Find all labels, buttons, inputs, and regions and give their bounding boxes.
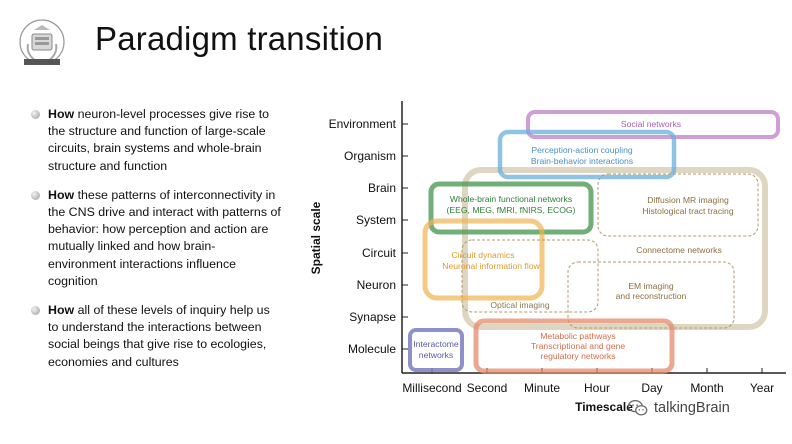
bullet-text: these patterns of interconnectivity in t… xyxy=(48,187,281,288)
region-interactome xyxy=(408,328,464,372)
bullet-item: How these patterns of interconnectivity … xyxy=(30,187,282,290)
label-diffusion-1: Diffusion MR imaging xyxy=(647,195,729,205)
y-level-organism: Organism xyxy=(344,149,396,163)
label-em-2: and reconstruction xyxy=(616,291,687,301)
region-diffusion-connectome xyxy=(462,167,768,330)
bullet-text: neuron-level processes give rise to the … xyxy=(48,107,270,173)
bullet-icon xyxy=(31,110,40,119)
x-level-month: Month xyxy=(690,381,723,395)
bullet-icon xyxy=(31,306,40,316)
bullet-item: How all of these levels of inquiry help … xyxy=(30,302,282,371)
region-optical-dashed xyxy=(461,239,599,313)
x-level-year: Year xyxy=(750,381,774,395)
label-circuit-2: Neuronal information flow xyxy=(442,261,540,271)
watermark-brand: talkingBrain xyxy=(654,400,730,416)
x-level-hour: Hour xyxy=(584,381,610,395)
slide-title: Paradigm transition xyxy=(95,20,384,57)
label-connectome: Connectome networks xyxy=(636,245,722,255)
bullet-text: all of these levels of inquiry help us t… xyxy=(48,303,270,369)
y-level-environment: Environment xyxy=(329,117,397,131)
label-interactome-1: Interactome xyxy=(413,339,459,349)
region-metabolic xyxy=(473,318,675,374)
y-axis-label: Spatial scale xyxy=(309,201,323,274)
bullet-keyword: How xyxy=(48,107,75,121)
x-level-millisecond: Millisecond xyxy=(402,381,461,395)
label-metabolic-3: regulatory networks xyxy=(541,351,616,361)
bullet-icon xyxy=(31,190,40,200)
label-metabolic-1: Metabolic pathways xyxy=(540,331,615,341)
bullet-item: How neuron-level processes give rise to … xyxy=(30,106,282,175)
y-level-synapse: Synapse xyxy=(349,310,396,324)
label-em-1: EM imaging xyxy=(628,281,674,291)
bullet-keyword: How xyxy=(48,187,75,202)
y-level-system: System xyxy=(356,213,396,227)
university-seal-logo xyxy=(19,19,65,65)
y-ticks xyxy=(402,123,408,350)
scale-diagram: Spatial scale Environment Organism Brain… xyxy=(309,101,786,414)
x-level-minute: Minute xyxy=(524,381,560,395)
label-wholebrain-1: Whole-brain functional networks xyxy=(450,194,572,204)
region-diffusion-dashed xyxy=(597,173,759,237)
label-optical: Optical imaging xyxy=(490,300,549,310)
region-em-dashed xyxy=(567,261,735,329)
x-level-second: Second xyxy=(467,381,508,395)
y-level-neuron: Neuron xyxy=(357,278,396,292)
label-social-networks: Social networks xyxy=(621,119,681,129)
region-perception-action xyxy=(497,129,677,180)
bullet-list: How neuron-level processes give rise to … xyxy=(30,106,282,383)
region-whole-brain xyxy=(428,181,594,235)
label-circuit-1: Circuit dynamics xyxy=(451,250,514,260)
bullet-keyword: How xyxy=(48,303,75,318)
wechat-icon xyxy=(627,400,648,416)
y-level-circuit: Circuit xyxy=(362,246,397,260)
x-level-day: Day xyxy=(641,381,662,395)
label-perception-1: Perception-action coupling xyxy=(531,145,632,155)
label-interactome-2: networks xyxy=(419,350,453,360)
label-metabolic-2: Transcriptional and gene xyxy=(531,341,625,351)
y-level-brain: Brain xyxy=(368,181,396,195)
x-axis-label: Timescale xyxy=(575,400,633,414)
label-perception-2: Brain-behavior interactions xyxy=(531,156,633,166)
label-wholebrain-2: (EEG, MEG, fMRI, fNIRS, ECOG) xyxy=(447,205,576,215)
y-level-molecule: Molecule xyxy=(348,342,396,356)
region-social-networks xyxy=(526,110,780,139)
label-diffusion-2: Histological tract tracing xyxy=(642,206,733,216)
region-circuit-dynamics xyxy=(422,218,545,301)
